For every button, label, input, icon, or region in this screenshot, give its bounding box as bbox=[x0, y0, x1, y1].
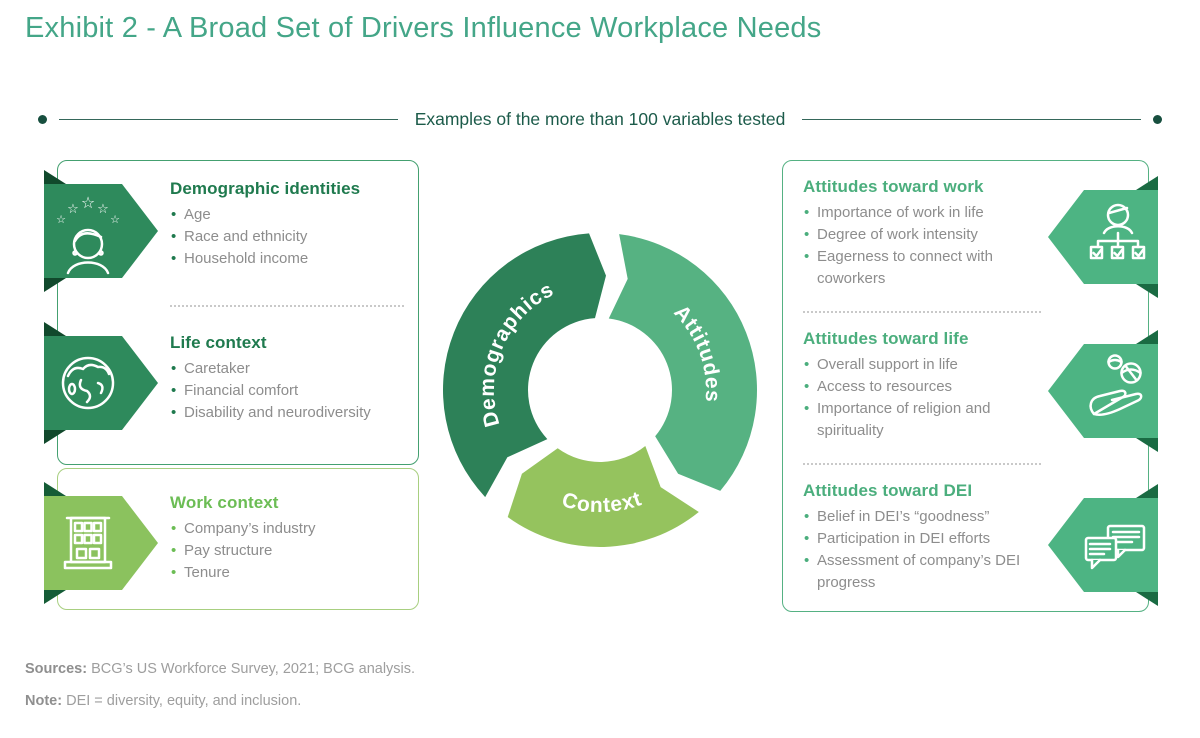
person-stars-icon: ☆ ☆ ☆ ☆ ☆ bbox=[56, 193, 120, 275]
section-heading: Attitudes toward work bbox=[803, 177, 984, 196]
badge-fold bbox=[1136, 484, 1158, 498]
bullet-item: Degree of work intensity bbox=[803, 224, 1055, 246]
section-heading: Attitudes toward life bbox=[803, 329, 969, 348]
bullet-item: Caretaker bbox=[170, 358, 410, 380]
svg-text:☆: ☆ bbox=[67, 202, 79, 217]
bullet-item: Financial comfort bbox=[170, 380, 410, 402]
bullet-item: Household income bbox=[170, 248, 410, 270]
section-heading: Demographic identities bbox=[170, 179, 361, 198]
bullet-item: Eagerness to connect with coworkers bbox=[803, 246, 1055, 290]
bullet-item: Pay structure bbox=[170, 540, 410, 562]
badge-body bbox=[1048, 344, 1158, 438]
globe-icon bbox=[61, 356, 115, 410]
note-label: Note: bbox=[25, 693, 63, 709]
section-demographic-identities: Demographic identities Age Race and ethn… bbox=[170, 179, 410, 270]
badge-fold bbox=[44, 170, 66, 184]
svg-text:☆: ☆ bbox=[97, 202, 109, 217]
svg-text:☆: ☆ bbox=[110, 213, 120, 226]
section-divider-dotted bbox=[803, 311, 1041, 313]
footnote: Note: DEI = diversity, equity, and inclu… bbox=[25, 693, 301, 709]
bullet-list: Overall support in life Access to resour… bbox=[803, 354, 1055, 442]
section-life-context: Life context Caretaker Financial comfort… bbox=[170, 333, 410, 424]
badge-attitudes-dei bbox=[1048, 484, 1158, 606]
bullet-item: Importance of religion and spirituality bbox=[803, 398, 1055, 442]
section-heading: Work context bbox=[170, 493, 279, 512]
divider-line-right bbox=[802, 119, 1142, 120]
sources-label: Sources: bbox=[25, 661, 88, 677]
badge-work-context bbox=[44, 482, 158, 604]
bullet-item: Disability and neurodiversity bbox=[170, 402, 410, 424]
badge-life-context bbox=[44, 322, 158, 444]
svg-text:☆: ☆ bbox=[81, 193, 95, 212]
bullet-item: Participation in DEI efforts bbox=[803, 528, 1028, 550]
bullet-item: Importance of work in life bbox=[803, 202, 1055, 224]
badge-fold bbox=[44, 430, 66, 444]
badge-fold bbox=[44, 278, 66, 292]
bullet-list: Belief in DEI’s “goodness” Participation… bbox=[803, 506, 1028, 594]
bullet-list: Age Race and ethnicity Household income bbox=[170, 204, 410, 270]
donut-segment-context bbox=[507, 445, 699, 547]
divider-line-left bbox=[59, 119, 398, 120]
sources-note: Sources: BCG’s US Workforce Survey, 2021… bbox=[25, 661, 415, 677]
bullet-item: Company’s industry bbox=[170, 518, 410, 540]
variables-divider: Examples of the more than 100 variables … bbox=[38, 109, 1163, 130]
badge-body bbox=[1048, 190, 1158, 284]
badge-fold bbox=[1136, 592, 1158, 606]
divider-dot-left bbox=[38, 115, 47, 124]
badge-fold bbox=[1136, 330, 1158, 344]
donut-segment-demographics bbox=[443, 233, 606, 498]
bullet-list: Importance of work in life Degree of wor… bbox=[803, 202, 1055, 290]
note-text: DEI = diversity, equity, and inclusion. bbox=[66, 693, 302, 709]
page-title: Exhibit 2 - A Broad Set of Drivers Influ… bbox=[25, 12, 822, 44]
badge-fold bbox=[44, 322, 66, 336]
section-work-context: Work context Company’s industry Pay stru… bbox=[170, 493, 410, 584]
bullet-item: Race and ethnicity bbox=[170, 226, 410, 248]
section-divider-dotted bbox=[170, 305, 404, 307]
hand-giving-icon bbox=[1089, 354, 1143, 417]
divider-dot-right bbox=[1153, 115, 1163, 124]
speech-bubbles-icon bbox=[1084, 524, 1146, 570]
svg-text:☆: ☆ bbox=[56, 213, 66, 226]
bullet-list: Company’s industry Pay structure Tenure bbox=[170, 518, 410, 584]
section-attitudes-work: Attitudes toward work Importance of work… bbox=[803, 177, 1055, 290]
person-hierarchy-icon bbox=[1089, 203, 1146, 260]
badge-demographic-identities: ☆ ☆ ☆ ☆ ☆ bbox=[44, 170, 158, 292]
badge-fold bbox=[1136, 176, 1158, 190]
building-icon bbox=[63, 516, 113, 570]
badge-attitudes-life bbox=[1048, 330, 1158, 452]
bullet-item: Access to resources bbox=[803, 376, 1055, 398]
badge-fold bbox=[44, 590, 66, 604]
sources-text: BCG’s US Workforce Survey, 2021; BCG ana… bbox=[91, 661, 416, 677]
donut-segment-attitudes bbox=[608, 234, 757, 491]
badge-fold bbox=[44, 482, 66, 496]
bullet-item: Tenure bbox=[170, 562, 410, 584]
bullet-item: Overall support in life bbox=[803, 354, 1055, 376]
bullet-list: Caretaker Financial comfort Disability a… bbox=[170, 358, 410, 424]
section-divider-dotted bbox=[803, 463, 1041, 465]
bullet-item: Belief in DEI’s “goodness” bbox=[803, 506, 1028, 528]
bullet-item: Assessment of company’s DEI progress bbox=[803, 550, 1028, 594]
badge-fold bbox=[1136, 284, 1158, 298]
bullet-item: Age bbox=[170, 204, 410, 226]
divider-label: Examples of the more than 100 variables … bbox=[414, 109, 786, 129]
section-attitudes-dei: Attitudes toward DEI Belief in DEI’s “go… bbox=[803, 481, 1028, 594]
section-heading: Attitudes toward DEI bbox=[803, 481, 973, 500]
section-attitudes-life: Attitudes toward life Overall support in… bbox=[803, 329, 1055, 442]
badge-attitudes-work bbox=[1048, 176, 1158, 298]
badge-body bbox=[44, 184, 158, 278]
badge-fold bbox=[1136, 438, 1158, 452]
section-heading: Life context bbox=[170, 333, 267, 352]
